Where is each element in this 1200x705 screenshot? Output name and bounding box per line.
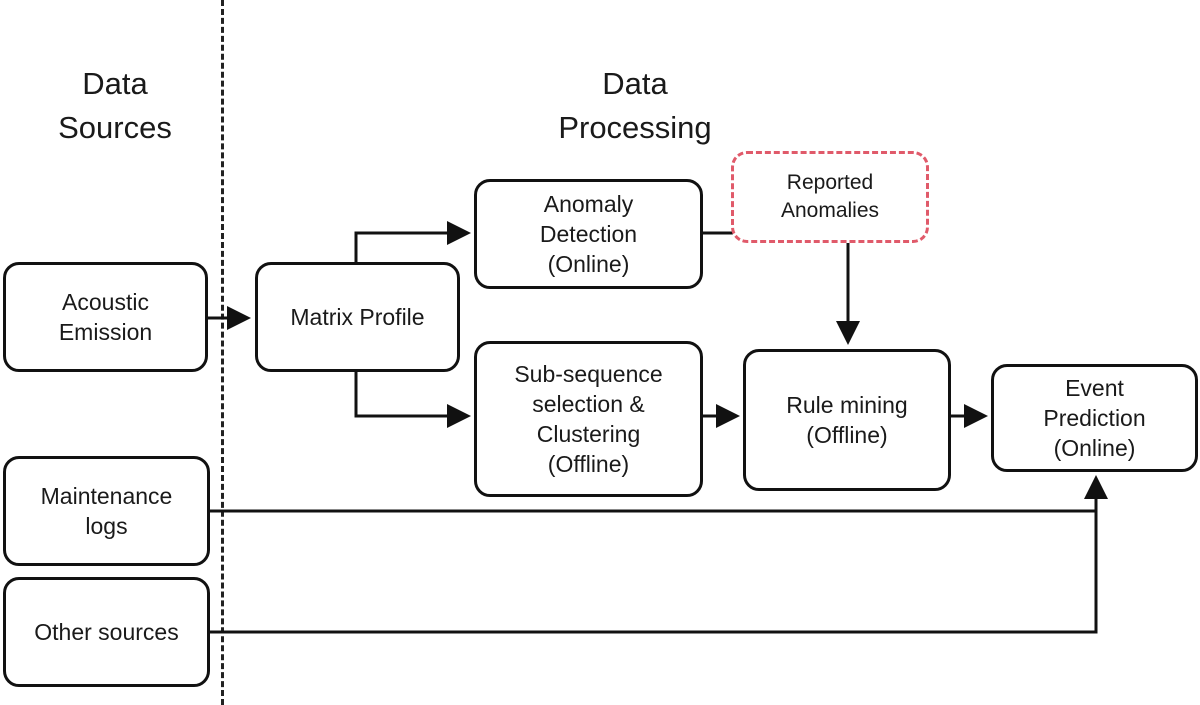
arrow-matrix-to-subsequence [354,372,471,428]
section-divider [221,0,224,705]
matrix-profile-node: Matrix Profile [255,262,460,372]
rule-mining-node: Rule mining (Offline) [743,349,951,491]
data-processing-heading: Data Processing [558,66,712,145]
subsequence-clustering-node: Sub-sequence selection & Clustering (Off… [474,341,703,497]
maintenance-logs-node: Maintenance logs [3,456,210,566]
anomaly-detection-node: Anomaly Detection (Online) [474,179,703,289]
event-prediction-node: Event Prediction (Online) [991,364,1198,472]
line-other-to-event [210,511,1098,634]
other-sources-node: Other sources [3,577,210,687]
reported-anomalies-node: Reported Anomalies [731,151,929,243]
arrow-anomaly-to-rule-mining [703,231,860,345]
acoustic-emission-node: Acoustic Emission [3,262,208,372]
data-sources-heading: Data Sources [58,66,172,145]
arrow-matrix-to-anomaly [354,221,471,262]
